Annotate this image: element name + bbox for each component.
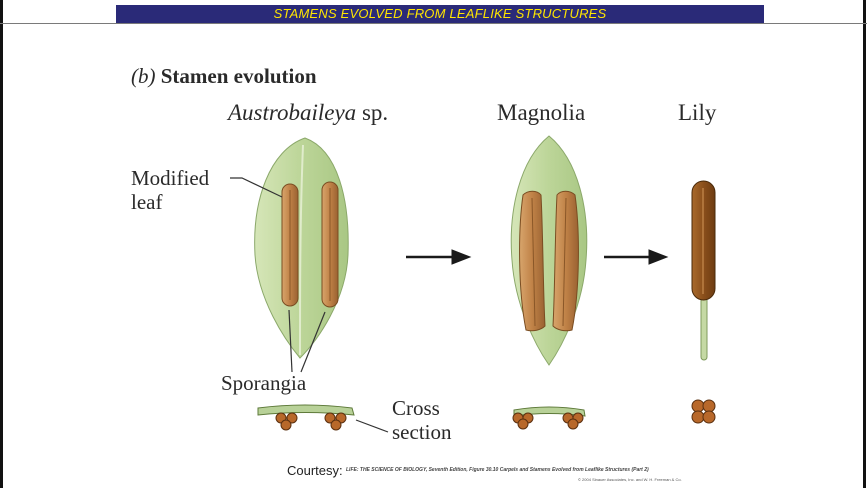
figure-citation: LIFE: THE SCIENCE OF BIOLOGY, Seventh Ed… xyxy=(346,467,649,473)
evolution-arrow-2 xyxy=(604,250,667,264)
evolution-arrow-1 xyxy=(406,250,470,264)
lily-filament xyxy=(701,296,707,360)
copyright-notice: © 2004 Sinauer Associates, Inc. and W. H… xyxy=(578,477,682,482)
lily-cross-section xyxy=(692,400,715,423)
austrobaileya-cross-section-sporangia xyxy=(276,413,346,430)
cross-section-leader xyxy=(356,420,388,432)
magnolia-cross-section-sporangia xyxy=(513,413,583,429)
courtesy-label: Courtesy: xyxy=(287,463,343,478)
